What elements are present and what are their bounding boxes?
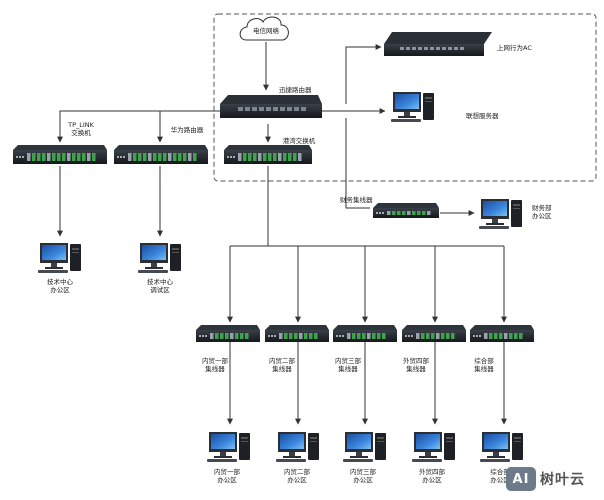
hub-label-5: 综合部 集线器 (474, 357, 494, 373)
hub-label-4: 外贸四部 集线器 (403, 357, 429, 373)
hub-label-2: 内贸二部 集线器 (269, 357, 295, 373)
dept-pc-icon-3 (343, 432, 386, 462)
tech-pc-label: 技术中心 办公区 (47, 278, 73, 294)
dept-pc-icon-4 (412, 432, 455, 462)
huawei-label: 华为路由器 (170, 126, 204, 134)
lenovo-server-icon (391, 92, 434, 122)
main-router-icon (220, 95, 322, 118)
dept-pc-label-4: 外贸四部 办公区 (419, 468, 445, 484)
watermark-logo: AI 树叶云 (506, 464, 598, 494)
gangwan-switch-icon (224, 145, 312, 164)
huawei-router-icon (114, 145, 208, 164)
cloud-icon (239, 16, 289, 41)
internal-zone-boundary (213, 13, 597, 182)
gangwan-label: 港湾交换机 (282, 137, 316, 145)
dept-pc-icon-1 (207, 432, 250, 462)
dept-pc-label-5: 综合部 办公区 (490, 468, 510, 484)
tech-debug-pc-label: 技术中心 调试区 (147, 278, 173, 294)
dept-pc-label-1: 内贸一部 办公区 (214, 468, 240, 484)
dept-hub-icon-2 (265, 325, 329, 342)
tplink-switch-icon (13, 145, 107, 164)
watermark-text: 树叶云 (540, 472, 585, 488)
dept-pc-label-2: 内贸二部 办公区 (284, 468, 310, 484)
dept-pc-label-3: 内贸三部 办公区 (350, 468, 376, 484)
tplink-label: TP_LINK 交换机 (68, 121, 94, 137)
dept-hub-icon-5 (470, 325, 534, 342)
telecom-label: 电信网络 (253, 27, 279, 35)
finance-pc-label: 财务部 办公区 (532, 204, 552, 220)
tech-pc-icon (38, 243, 81, 273)
dept-hub-icon-1 (196, 325, 260, 342)
dept-pc-icon-2 (276, 432, 319, 462)
hub-label-3: 内贸三部 集线器 (335, 357, 361, 373)
tech-debug-pc-icon (138, 243, 181, 273)
watermark-badge: AI (506, 467, 536, 491)
dept-hub-icon-4 (402, 325, 466, 342)
finance-pc-icon (479, 199, 522, 229)
ac-appliance-icon (384, 32, 492, 56)
finance-hub-icon (373, 203, 439, 218)
lenovo-server-label: 联想服务器 (466, 112, 499, 120)
dept-pc-icon-5 (480, 432, 523, 462)
connector-lines (57, 42, 507, 425)
hub-label-1: 内贸一部 集线器 (202, 357, 228, 373)
dept-hub-icon-3 (333, 325, 397, 342)
finance-hub-label: 财务集线器 (340, 196, 373, 204)
ac-label: 上网行为AC (497, 44, 532, 52)
main-router-label: 迅捷路由器 (279, 86, 312, 94)
